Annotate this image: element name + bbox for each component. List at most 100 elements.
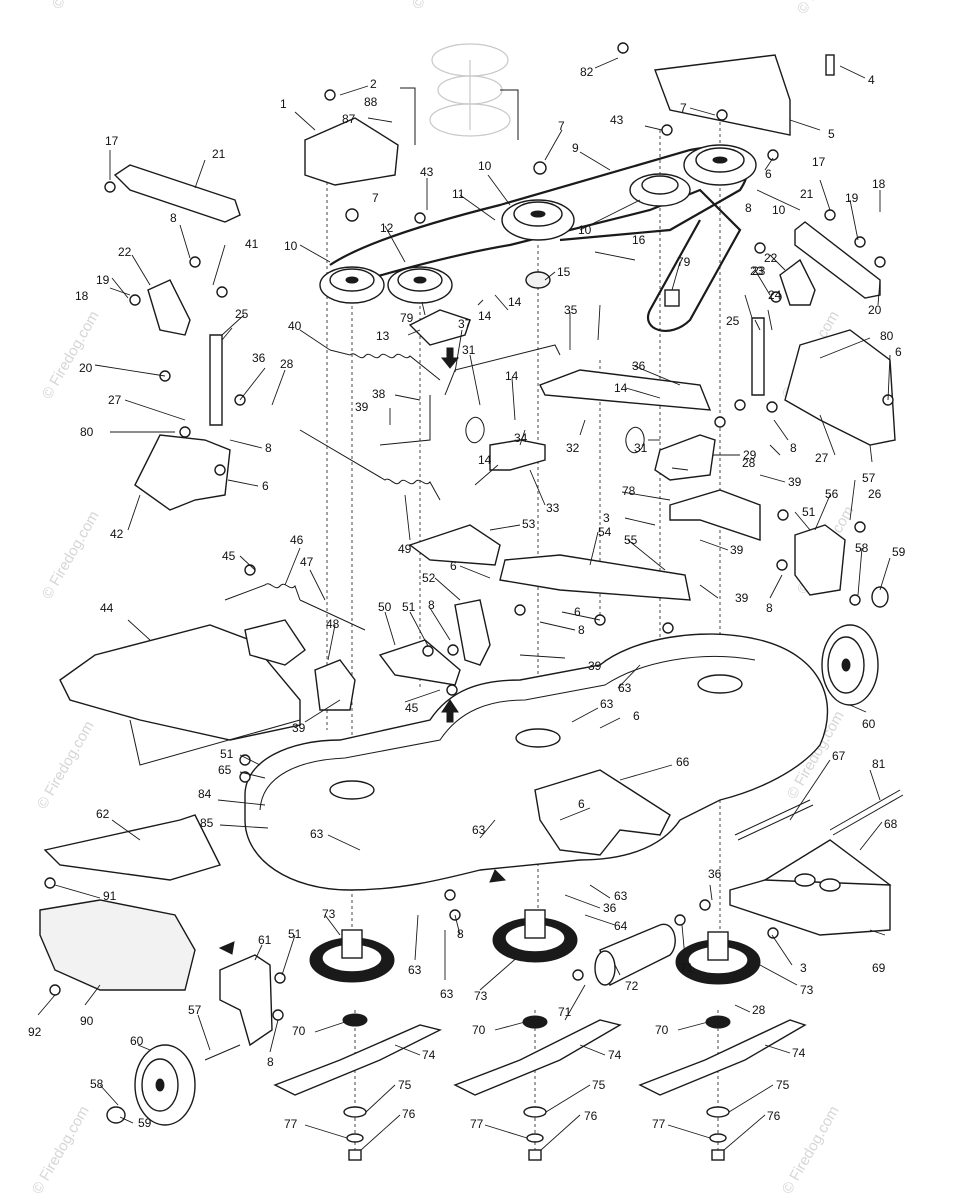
callout-number: 74 — [608, 1048, 622, 1062]
callout-number: 23 — [750, 264, 764, 278]
callout-number: 29 — [743, 448, 757, 462]
bracket-69 — [729, 879, 891, 936]
callout-number: 14 — [508, 295, 522, 309]
callout-number: 45 — [222, 549, 236, 563]
wheel-60-right — [821, 624, 879, 706]
washer-75-right — [706, 1106, 730, 1118]
roller-72-end — [594, 950, 616, 986]
bearing-70-left — [342, 1013, 368, 1027]
callout-number: 81 — [872, 757, 886, 771]
callout-number: 39 — [788, 475, 802, 489]
bar-54 — [499, 554, 691, 601]
callout-number: 80 — [880, 329, 894, 343]
callout-number: 76 — [402, 1107, 416, 1121]
callout-number: 28 — [742, 456, 756, 470]
arrow-down-icon — [440, 347, 460, 369]
callout-number: 19 — [845, 191, 859, 205]
callout-number: 87 — [342, 112, 356, 126]
callout-number: 25 — [235, 307, 249, 321]
callout-number: 42 — [110, 527, 124, 541]
assembly-lines — [326, 110, 721, 1160]
callout-number: 38 — [372, 387, 386, 401]
callout-number: 10 — [578, 223, 592, 237]
callout-number: 6 — [574, 605, 581, 619]
callout-number: 8 — [790, 441, 797, 455]
callout-number: 75 — [776, 1078, 790, 1092]
deck-belt — [329, 188, 742, 332]
callout-number: 7 — [558, 119, 565, 133]
bracket-42 — [134, 434, 231, 511]
shaft-57 — [204, 1044, 241, 1061]
washer-75-center — [523, 1106, 547, 1118]
callout-number: 18 — [75, 289, 89, 303]
callout-number: 78 — [622, 484, 636, 498]
callout-number: 60 — [862, 717, 876, 731]
link-21-right — [794, 221, 881, 299]
blade-74-left — [273, 1024, 443, 1096]
pulley-idler-12 — [387, 266, 453, 304]
callout-number: 63 — [614, 889, 628, 903]
bracket-33 — [489, 439, 546, 471]
engine-pulley-ghost — [429, 43, 511, 137]
callout-number: 74 — [422, 1048, 436, 1062]
callout-number: 46 — [290, 533, 304, 547]
callout-number: 27 — [815, 451, 829, 465]
arrow-left-icon — [218, 941, 235, 955]
belt-shield-left — [304, 117, 399, 186]
pulley-right — [683, 144, 757, 186]
washer-59-left — [106, 1106, 126, 1124]
callout-number: 24 — [768, 288, 782, 302]
callout-number: 17 — [812, 155, 826, 169]
callout-number: 88 — [364, 95, 378, 109]
chute-hinge — [244, 619, 306, 666]
callout-number: 12 — [380, 221, 394, 235]
callout-number: 68 — [884, 817, 898, 831]
callout-number: 2 — [370, 77, 377, 91]
deck-spindle-hole-right — [697, 674, 743, 694]
callout-number: 6 — [765, 167, 772, 181]
callout-number: 21 — [212, 147, 226, 161]
callout-number: 20 — [868, 303, 882, 317]
watermark-text: © Firedog.com — [34, 718, 98, 812]
callout-number: 8 — [578, 623, 585, 637]
callout-number: 67 — [832, 749, 846, 763]
bracket-22-left — [147, 279, 191, 336]
callout-number: 61 — [258, 933, 272, 947]
callout-number: 45 — [405, 701, 419, 715]
callout-number: 51 — [288, 927, 302, 941]
callout-number: 71 — [558, 1005, 572, 1019]
hex-key-88 — [400, 87, 416, 145]
callout-number: 3 — [800, 961, 807, 975]
callout-number: 79 — [400, 311, 414, 325]
callout-number: 7 — [372, 191, 379, 205]
callout-number: 40 — [288, 319, 302, 333]
spacer-79 — [664, 289, 680, 307]
deck-rim — [259, 655, 756, 811]
callout-number: 54 — [598, 525, 612, 539]
callout-number: 31 — [634, 441, 648, 455]
callout-number: 9 — [572, 141, 579, 155]
callout-number: 43 — [610, 113, 624, 127]
callout-number: 33 — [546, 501, 560, 515]
bearing-70-center — [522, 1015, 548, 1029]
callout-number: 8 — [267, 1055, 274, 1069]
spindle-center — [492, 909, 578, 963]
watermark-text: © Firedog.com — [794, 0, 858, 17]
callout-number: 69 — [872, 961, 886, 975]
callout-number: 65 — [218, 763, 232, 777]
belt-shield-right — [654, 54, 791, 136]
callout-number: 27 — [108, 393, 122, 407]
callout-number: 80 — [80, 425, 94, 439]
callout-number: 90 — [80, 1014, 94, 1028]
bracket-22-right — [779, 258, 816, 306]
callout-number: 10 — [478, 159, 492, 173]
callout-number: 77 — [470, 1117, 484, 1131]
callout-number: 8 — [745, 201, 752, 215]
bearing-70-right — [705, 1015, 731, 1029]
washer-75-left — [343, 1106, 367, 1118]
spring-40 — [329, 349, 441, 381]
callout-number: 59 — [892, 545, 906, 559]
pulley-center — [501, 199, 575, 241]
rod-81 — [829, 789, 901, 831]
callout-number: 41 — [245, 237, 259, 251]
